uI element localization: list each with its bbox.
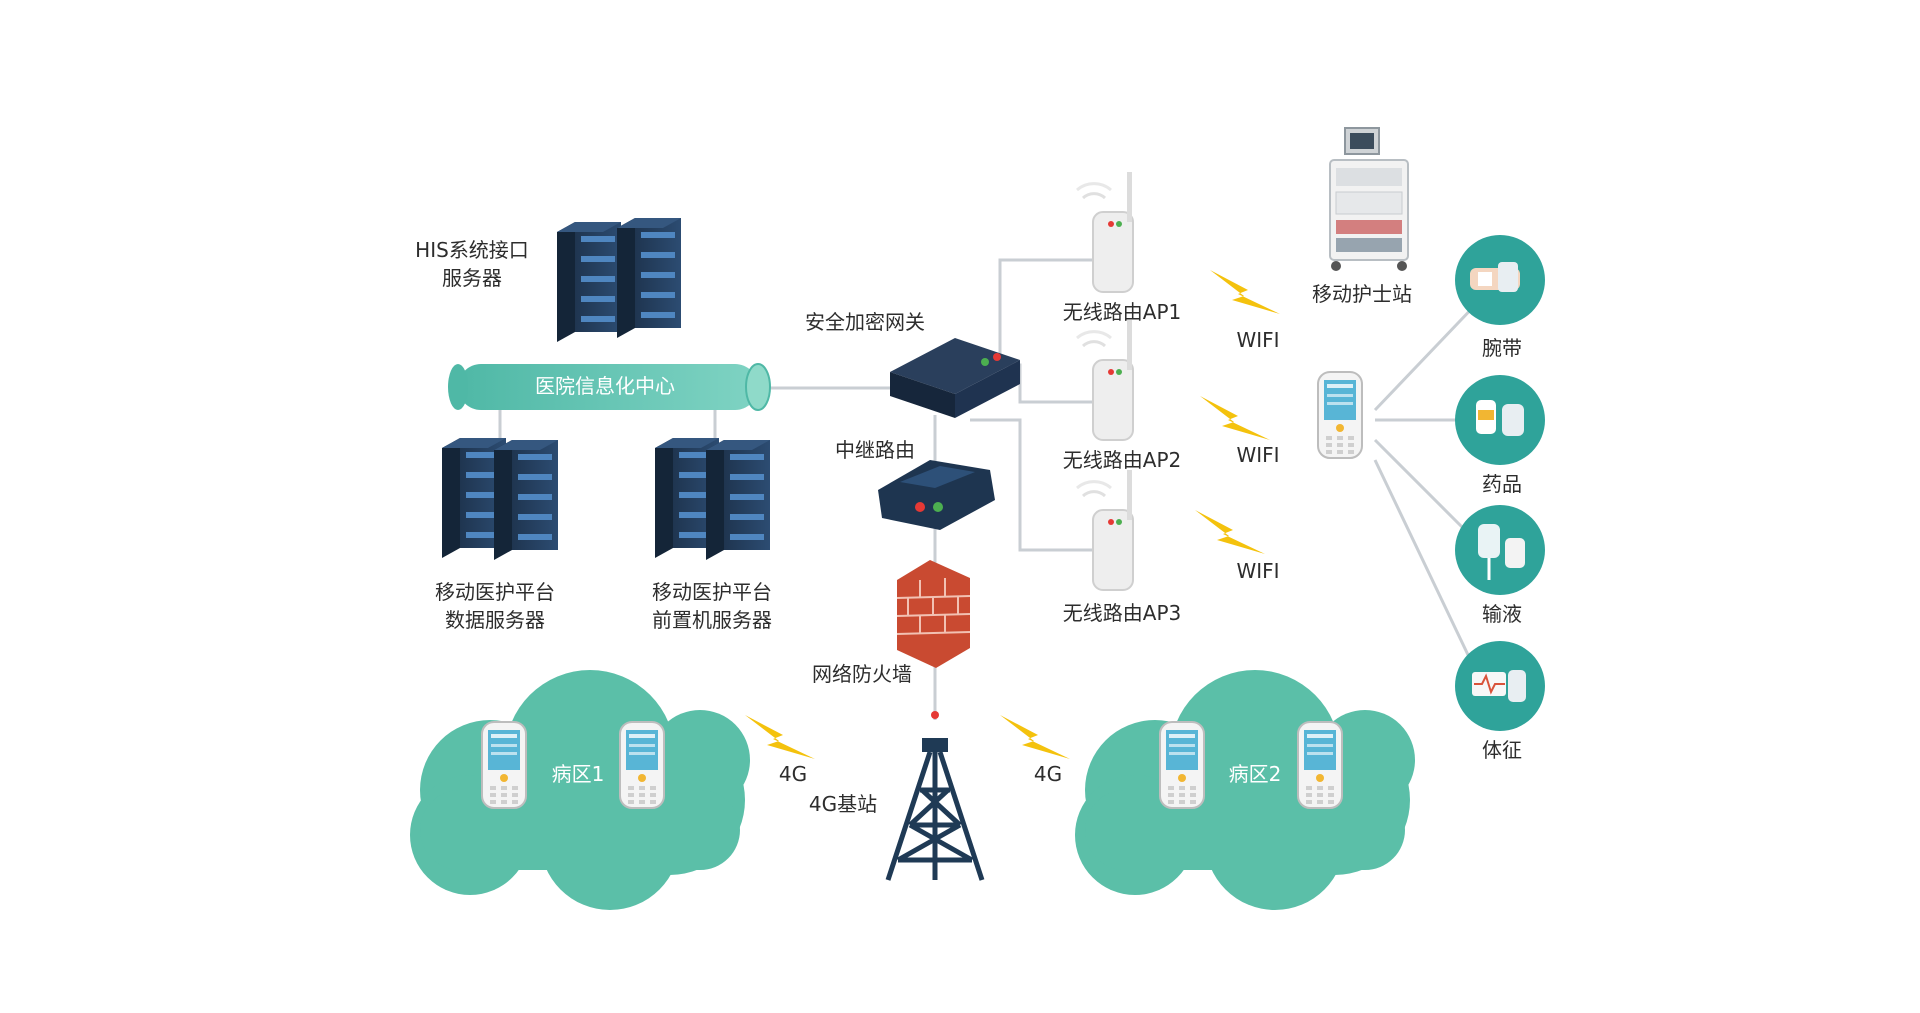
4g-bolt-icon — [1000, 715, 1070, 759]
tower-icon — [885, 711, 985, 881]
medicine-icon — [1455, 375, 1545, 465]
ap3-icon — [1075, 468, 1135, 592]
wristband-label: 腕带 — [1482, 336, 1522, 360]
base-station-label: 4G基站 — [808, 792, 878, 816]
wifi-label-1: WIFI — [1236, 328, 1280, 352]
wifi-bolt-icon — [1195, 510, 1265, 554]
ward2-label: 病区2 — [1228, 762, 1282, 786]
ap1-label: 无线路由AP1 — [1062, 300, 1182, 324]
link-4g-label-right: 4G — [1033, 762, 1063, 786]
his-server-label: HIS系统接口 服务器 — [415, 238, 529, 290]
link-4g-label-left: 4G — [778, 762, 808, 786]
4g-bolt-icon — [745, 715, 815, 759]
ap2-icon — [1075, 318, 1135, 442]
data-server-label: 移动医护平台 数据服务器 — [435, 580, 555, 632]
wifi-bolt-icon — [1200, 396, 1270, 440]
firewall-icon — [896, 560, 971, 668]
front-server-label: 移动医护平台 前置机服务器 — [652, 580, 772, 632]
ward1-cloud — [410, 670, 750, 910]
ap2-label: 无线路由AP2 — [1062, 448, 1182, 472]
nurse-station-icon — [1329, 127, 1409, 271]
wristband-icon — [1455, 235, 1545, 325]
info-center-label: 医院信息化中心 — [535, 374, 675, 398]
gateway-icon — [890, 338, 1020, 418]
ward1-label: 病区1 — [551, 762, 605, 786]
vitals-icon — [1455, 641, 1545, 731]
wifi-bolt-icon — [1210, 270, 1280, 314]
firewall-label: 网络防火墙 — [812, 662, 912, 686]
gateway-label: 安全加密网关 — [805, 310, 925, 334]
handheld-pda-icon — [1317, 371, 1363, 459]
info-center-pipe — [448, 363, 771, 411]
infusion-icon — [1455, 505, 1545, 595]
ward2-cloud — [1075, 670, 1415, 910]
relay-router-icon — [878, 460, 995, 530]
front-server-icon — [655, 438, 770, 560]
wifi-label-2: WIFI — [1236, 443, 1280, 467]
ap1-icon — [1075, 170, 1135, 294]
wifi-label-3: WIFI — [1236, 559, 1280, 583]
ap3-label: 无线路由AP3 — [1062, 601, 1182, 625]
relay-router-label: 中继路由 — [835, 438, 915, 462]
infusion-label: 输液 — [1482, 602, 1522, 626]
vitals-label: 体征 — [1482, 738, 1522, 762]
data-server-icon — [442, 438, 558, 560]
medicine-label: 药品 — [1482, 472, 1522, 496]
his-server-icon — [557, 218, 681, 342]
nurse-station-label: 移动护士站 — [1312, 282, 1412, 306]
